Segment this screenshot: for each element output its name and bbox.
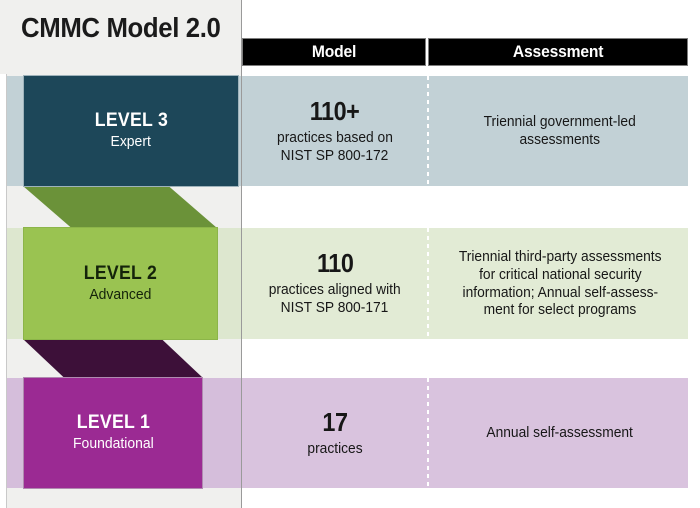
assessment-cell-level-2: Triennial third-party assessments for cr… bbox=[432, 228, 688, 339]
model-count-level-3: 110+ bbox=[310, 95, 360, 126]
model-detail-level-3-line2: NIST SP 800-172 bbox=[281, 146, 389, 164]
column-divider-level-1 bbox=[427, 378, 429, 488]
assessment-level-2-line3: information; Annual self-assess- bbox=[462, 283, 658, 301]
assessment-level-3-line1: Triennial government-led bbox=[483, 113, 637, 131]
level-block-level-2[interactable]: LEVEL 2 Advanced bbox=[23, 227, 218, 340]
column-divider-level-3 bbox=[427, 76, 429, 186]
model-detail-level-1-line1: practices bbox=[307, 439, 363, 457]
model-detail-level-2-line2: NIST SP 800-171 bbox=[281, 299, 389, 316]
column-header-assessment: Assessment bbox=[428, 38, 688, 66]
level-block-level-1[interactable]: LEVEL 1 Foundational bbox=[23, 377, 203, 489]
level-name-level-1: LEVEL 1 bbox=[76, 412, 150, 434]
level-descriptor-level-1: Foundational bbox=[72, 435, 154, 453]
level-block-level-3[interactable]: LEVEL 3 Expert bbox=[23, 75, 239, 187]
level-descriptor-level-3: Expert bbox=[110, 133, 152, 151]
left-edge-strip bbox=[0, 0, 7, 508]
column-header-assessment-label: Assessment bbox=[512, 42, 604, 61]
assessment-level-2-line2: for critical national security bbox=[478, 265, 642, 283]
column-header-model: Model bbox=[242, 38, 426, 66]
page-title: CMMC Model 2.0 bbox=[21, 12, 221, 43]
assessment-level-1-line1: Annual self-assessment bbox=[486, 424, 634, 442]
column-header-model-label: Model bbox=[311, 42, 357, 61]
level-name-level-2: LEVEL 2 bbox=[83, 262, 158, 284]
assessment-cell-level-1: Annual self-assessment bbox=[432, 378, 688, 488]
model-count-level-2: 110 bbox=[316, 248, 354, 279]
model-count-level-1: 17 bbox=[322, 406, 348, 437]
assessment-cell-level-3: Triennial government-led assessments bbox=[432, 76, 688, 186]
assessment-level-2-line1: Triennial third-party assessments bbox=[458, 248, 662, 266]
model-cell-level-3: 110+ practices based on NIST SP 800-172 bbox=[246, 76, 424, 186]
model-detail-level-3-line1: practices based on bbox=[277, 128, 393, 146]
assessment-level-3-line2: assessments bbox=[519, 131, 601, 148]
model-cell-level-1: 17 practices bbox=[246, 378, 424, 488]
model-cell-level-2: 110 practices aligned with NIST SP 800-1… bbox=[246, 228, 424, 339]
level-descriptor-level-2: Advanced bbox=[89, 285, 152, 303]
column-divider-level-2 bbox=[427, 228, 429, 339]
model-detail-level-2-line1: practices aligned with bbox=[269, 281, 401, 299]
level-name-level-3: LEVEL 3 bbox=[94, 110, 168, 132]
assessment-level-2-line4: ment for select programs bbox=[483, 301, 637, 319]
title-block: CMMC Model 2.0 bbox=[0, 0, 241, 74]
panel-divider-line bbox=[241, 0, 242, 508]
